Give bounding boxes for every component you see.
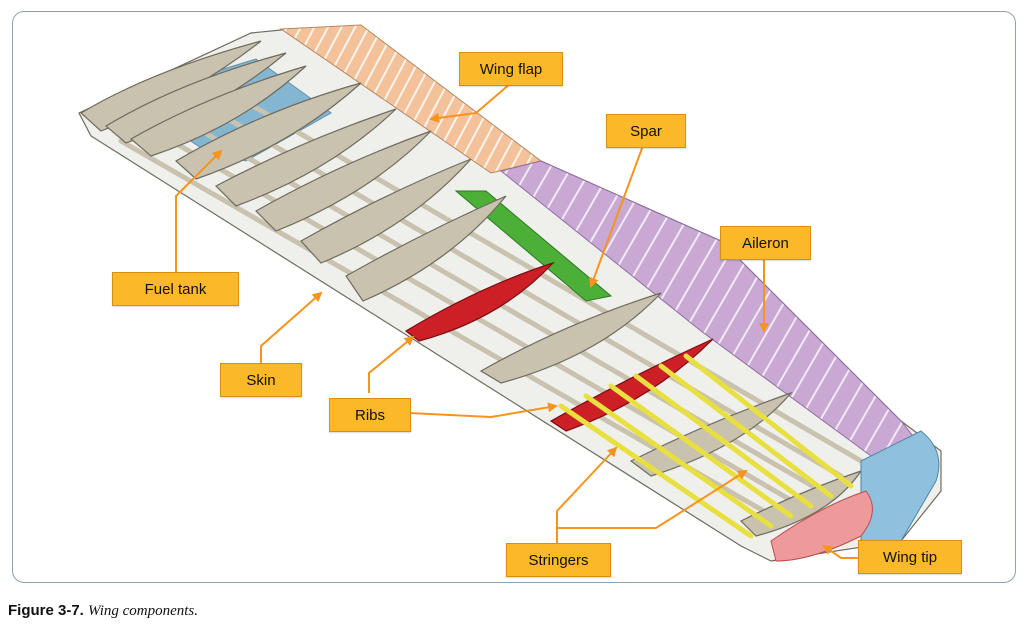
figure-number: Figure 3-7. [8,602,84,619]
figure-frame: Wing flap Spar Aileron Fuel tank Skin Ri… [12,11,1016,583]
label-ribs: Ribs [329,398,411,432]
figure-title: Wing components. [88,603,199,619]
aileron [499,160,922,457]
stringers-yellow [558,353,854,539]
label-skin: Skin [220,363,302,397]
leader-lines [175,82,859,559]
ribs-red [404,261,714,432]
wing-tip-pink [770,490,873,562]
label-stringers: Stringers [506,543,611,577]
figure-caption: Figure 3-7. Wing components. [8,602,198,620]
label-wing-tip: Wing tip [858,540,962,574]
label-aileron: Aileron [720,226,811,260]
label-wing-flap: Wing flap [459,52,563,86]
label-spar: Spar [606,114,686,148]
wing-illustration [78,24,942,562]
wing-tip [860,430,940,550]
label-fuel-tank: Fuel tank [112,272,239,306]
spar [454,190,613,302]
